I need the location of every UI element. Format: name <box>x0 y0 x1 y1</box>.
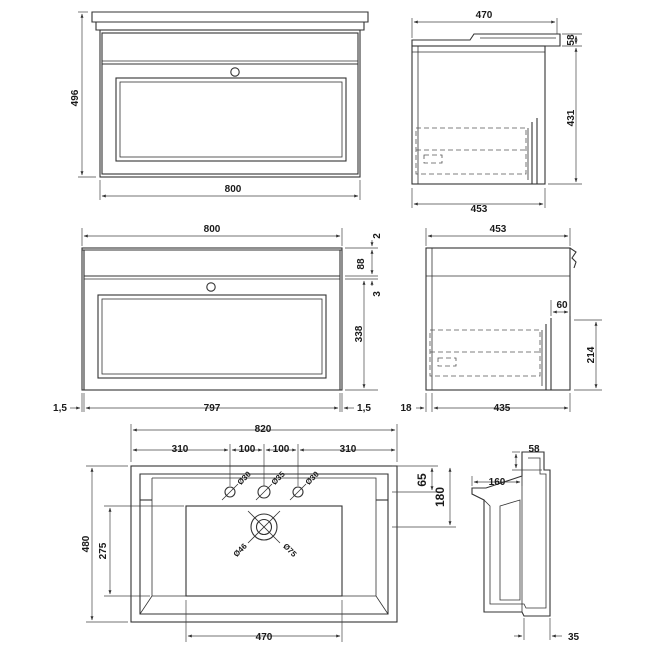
dim-mid-panel: 338 <box>354 325 365 342</box>
dim-mid-left-edge: 1,5 <box>53 403 67 414</box>
side-view-top: 470 58 431 453 <box>411 10 582 215</box>
dim-hole-right: Ø30 <box>304 469 321 486</box>
dim-waste-offset: 180 <box>433 487 447 507</box>
dim-basin-seg-c2: 100 <box>273 444 290 455</box>
dim-basin-seg-c1: 100 <box>239 444 256 455</box>
dim-mid-right-edge: 1,5 <box>357 403 371 414</box>
waste-inner-icon <box>255 518 273 536</box>
dim-basin-width: 820 <box>255 424 272 435</box>
dim-hole-left: Ø30 <box>236 469 253 486</box>
dim-side-depth: 470 <box>476 10 493 21</box>
dim-basin-inner-height: 275 <box>98 542 109 559</box>
dim-basin-seg-left: 310 <box>172 444 189 455</box>
basin-plan-view: 820 310 100 100 310 Ø30 Ø35 Ø30 <box>81 424 456 643</box>
dim-mid-side-step: 60 <box>556 300 568 311</box>
dim-basin-bowl-width: 470 <box>256 632 273 643</box>
tap-hole-left-icon <box>224 486 236 498</box>
dim-waste-large: Ø75 <box>281 542 298 559</box>
dim-tap-offset: 65 <box>415 473 429 487</box>
front-view-mid: 800 2 88 3 338 1,5 797 1,5 <box>53 224 383 414</box>
dim-basin-height: 480 <box>81 535 92 552</box>
dim-side-height: 431 <box>566 109 577 126</box>
front-view-top: 496 800 <box>70 11 369 200</box>
dim-profile-depth: 160 <box>489 477 506 488</box>
dim-profile-top: 58 <box>528 444 540 455</box>
dim-front-height: 496 <box>70 89 81 106</box>
dim-front-width: 800 <box>225 184 242 195</box>
dim-mid-side-depth: 453 <box>490 224 507 235</box>
dim-basin-seg-right: 310 <box>340 444 357 455</box>
dim-hole-mid: Ø35 <box>270 469 287 486</box>
dim-mid-gap-top: 2 <box>372 233 383 239</box>
dim-mid-side-drawer: 214 <box>586 346 597 363</box>
handle-knob-icon <box>230 67 240 77</box>
dim-side-rim: 58 <box>566 34 577 46</box>
tap-hole-mid-icon <box>257 485 271 499</box>
dim-mid-gap-mid: 3 <box>372 291 383 297</box>
dim-mid-side-body: 435 <box>494 403 511 414</box>
dim-side-base: 453 <box>471 204 488 215</box>
tap-hole-right-icon <box>292 486 304 498</box>
dim-profile-bottom: 35 <box>568 632 580 643</box>
dim-waste-small: Ø46 <box>232 541 249 558</box>
dim-mid-top-band: 88 <box>356 258 367 270</box>
handle-knob-icon <box>206 282 216 292</box>
basin-profile-view: 58 160 35 <box>471 444 580 643</box>
dim-mid-width: 800 <box>204 224 221 235</box>
side-view-mid: 453 60 214 18 435 <box>400 224 602 414</box>
dim-mid-side-front: 18 <box>400 403 412 414</box>
waste-outer-icon <box>250 513 278 541</box>
dim-mid-inner-width: 797 <box>204 403 221 414</box>
